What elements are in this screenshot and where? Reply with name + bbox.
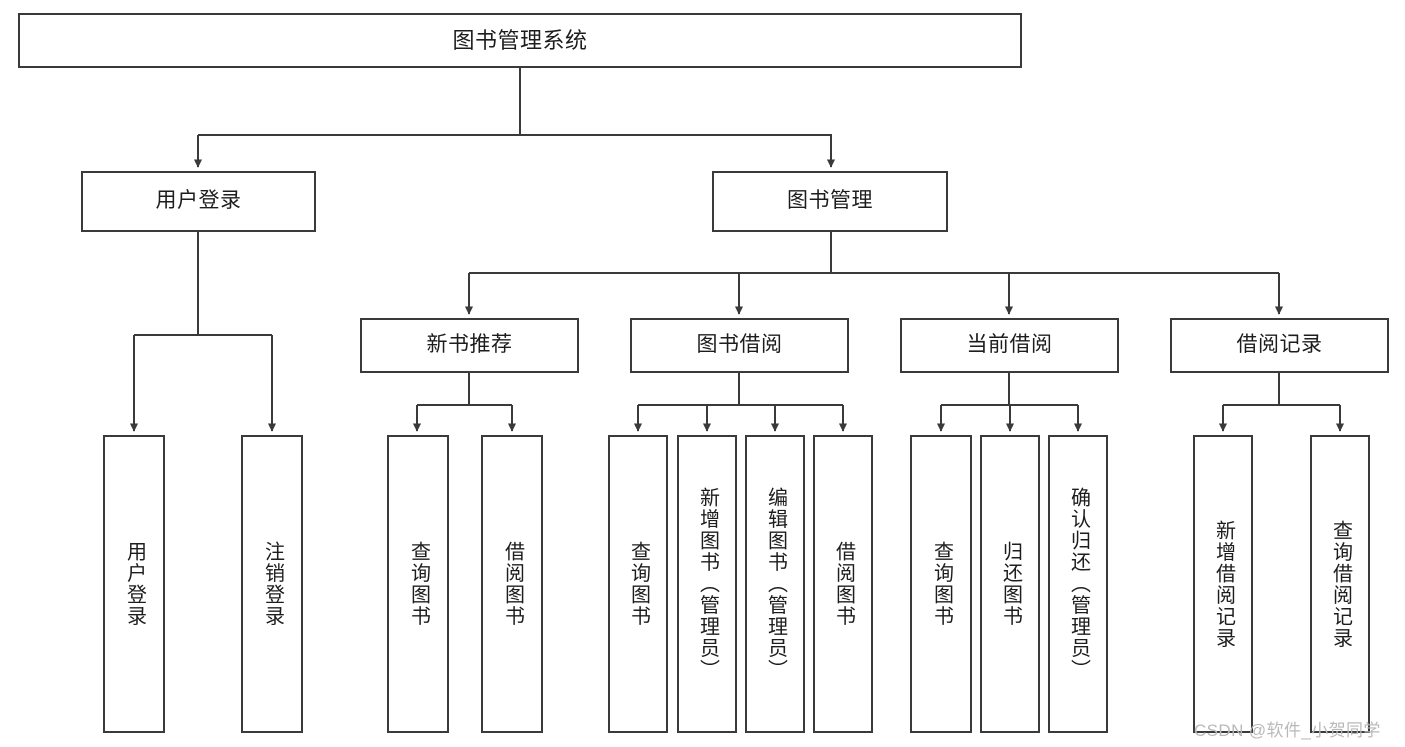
leaf-borrow-edit-book-admin[interactable]: 编辑图书（管理员） — [745, 435, 805, 733]
leaf-user-logout-label: 注销登录 — [261, 541, 284, 627]
leaf-record-add-borrow-record-label: 新增借阅记录 — [1212, 519, 1235, 649]
node-book-management[interactable]: 图书管理 — [712, 171, 948, 232]
leaf-user-logout[interactable]: 注销登录 — [241, 435, 303, 733]
leaf-user-login[interactable]: 用户登录 — [103, 435, 165, 733]
leaf-current-query-book-label: 查询图书 — [930, 541, 953, 627]
leaf-newbook-borrow-book-label: 借阅图书 — [501, 541, 524, 627]
leaf-record-query-borrow-record[interactable]: 查询借阅记录 — [1310, 435, 1370, 733]
leaf-current-confirm-return-admin[interactable]: 确认归还（管理员） — [1048, 435, 1108, 733]
leaf-newbook-query-book[interactable]: 查询图书 — [387, 435, 449, 733]
node-borrow-record-label: 借阅记录 — [1236, 333, 1323, 357]
leaf-current-confirm-return-admin-label: 确认归还（管理员） — [1067, 487, 1090, 681]
leaf-user-login-label: 用户登录 — [123, 541, 146, 627]
node-root-label: 图书管理系统 — [452, 27, 588, 53]
leaf-current-return-book[interactable]: 归还图书 — [980, 435, 1040, 733]
leaf-record-add-borrow-record[interactable]: 新增借阅记录 — [1193, 435, 1253, 733]
leaf-borrow-query-book-label: 查询图书 — [627, 541, 650, 627]
node-book-management-label: 图书管理 — [787, 189, 873, 213]
leaf-record-query-borrow-record-label: 查询借阅记录 — [1329, 519, 1352, 649]
node-root[interactable]: 图书管理系统 — [18, 13, 1022, 68]
leaf-borrow-borrow-book-label: 借阅图书 — [832, 541, 855, 627]
node-user-login-label: 用户登录 — [155, 189, 242, 213]
leaf-borrow-add-book-admin[interactable]: 新增图书（管理员） — [677, 435, 737, 733]
leaf-borrow-borrow-book[interactable]: 借阅图书 — [813, 435, 873, 733]
node-current-borrow-label: 当前借阅 — [966, 333, 1053, 357]
node-borrow-record[interactable]: 借阅记录 — [1170, 318, 1389, 373]
leaf-borrow-add-book-admin-label: 新增图书（管理员） — [696, 487, 719, 681]
node-book-borrow[interactable]: 图书借阅 — [630, 318, 849, 373]
leaf-borrow-edit-book-admin-label: 编辑图书（管理员） — [764, 487, 787, 681]
node-new-book-recommend-label: 新书推荐 — [426, 333, 513, 357]
node-user-login[interactable]: 用户登录 — [81, 171, 316, 232]
leaf-current-query-book[interactable]: 查询图书 — [910, 435, 972, 733]
leaf-current-return-book-label: 归还图书 — [999, 541, 1022, 627]
leaf-newbook-borrow-book[interactable]: 借阅图书 — [481, 435, 543, 733]
csdn-watermark: CSDN @软件_小贺同学 — [1194, 721, 1381, 740]
leaf-newbook-query-book-label: 查询图书 — [407, 541, 430, 627]
node-book-borrow-label: 图书借阅 — [696, 333, 783, 357]
node-current-borrow[interactable]: 当前借阅 — [900, 318, 1119, 373]
leaf-borrow-query-book[interactable]: 查询图书 — [608, 435, 668, 733]
node-new-book-recommend[interactable]: 新书推荐 — [360, 318, 579, 373]
